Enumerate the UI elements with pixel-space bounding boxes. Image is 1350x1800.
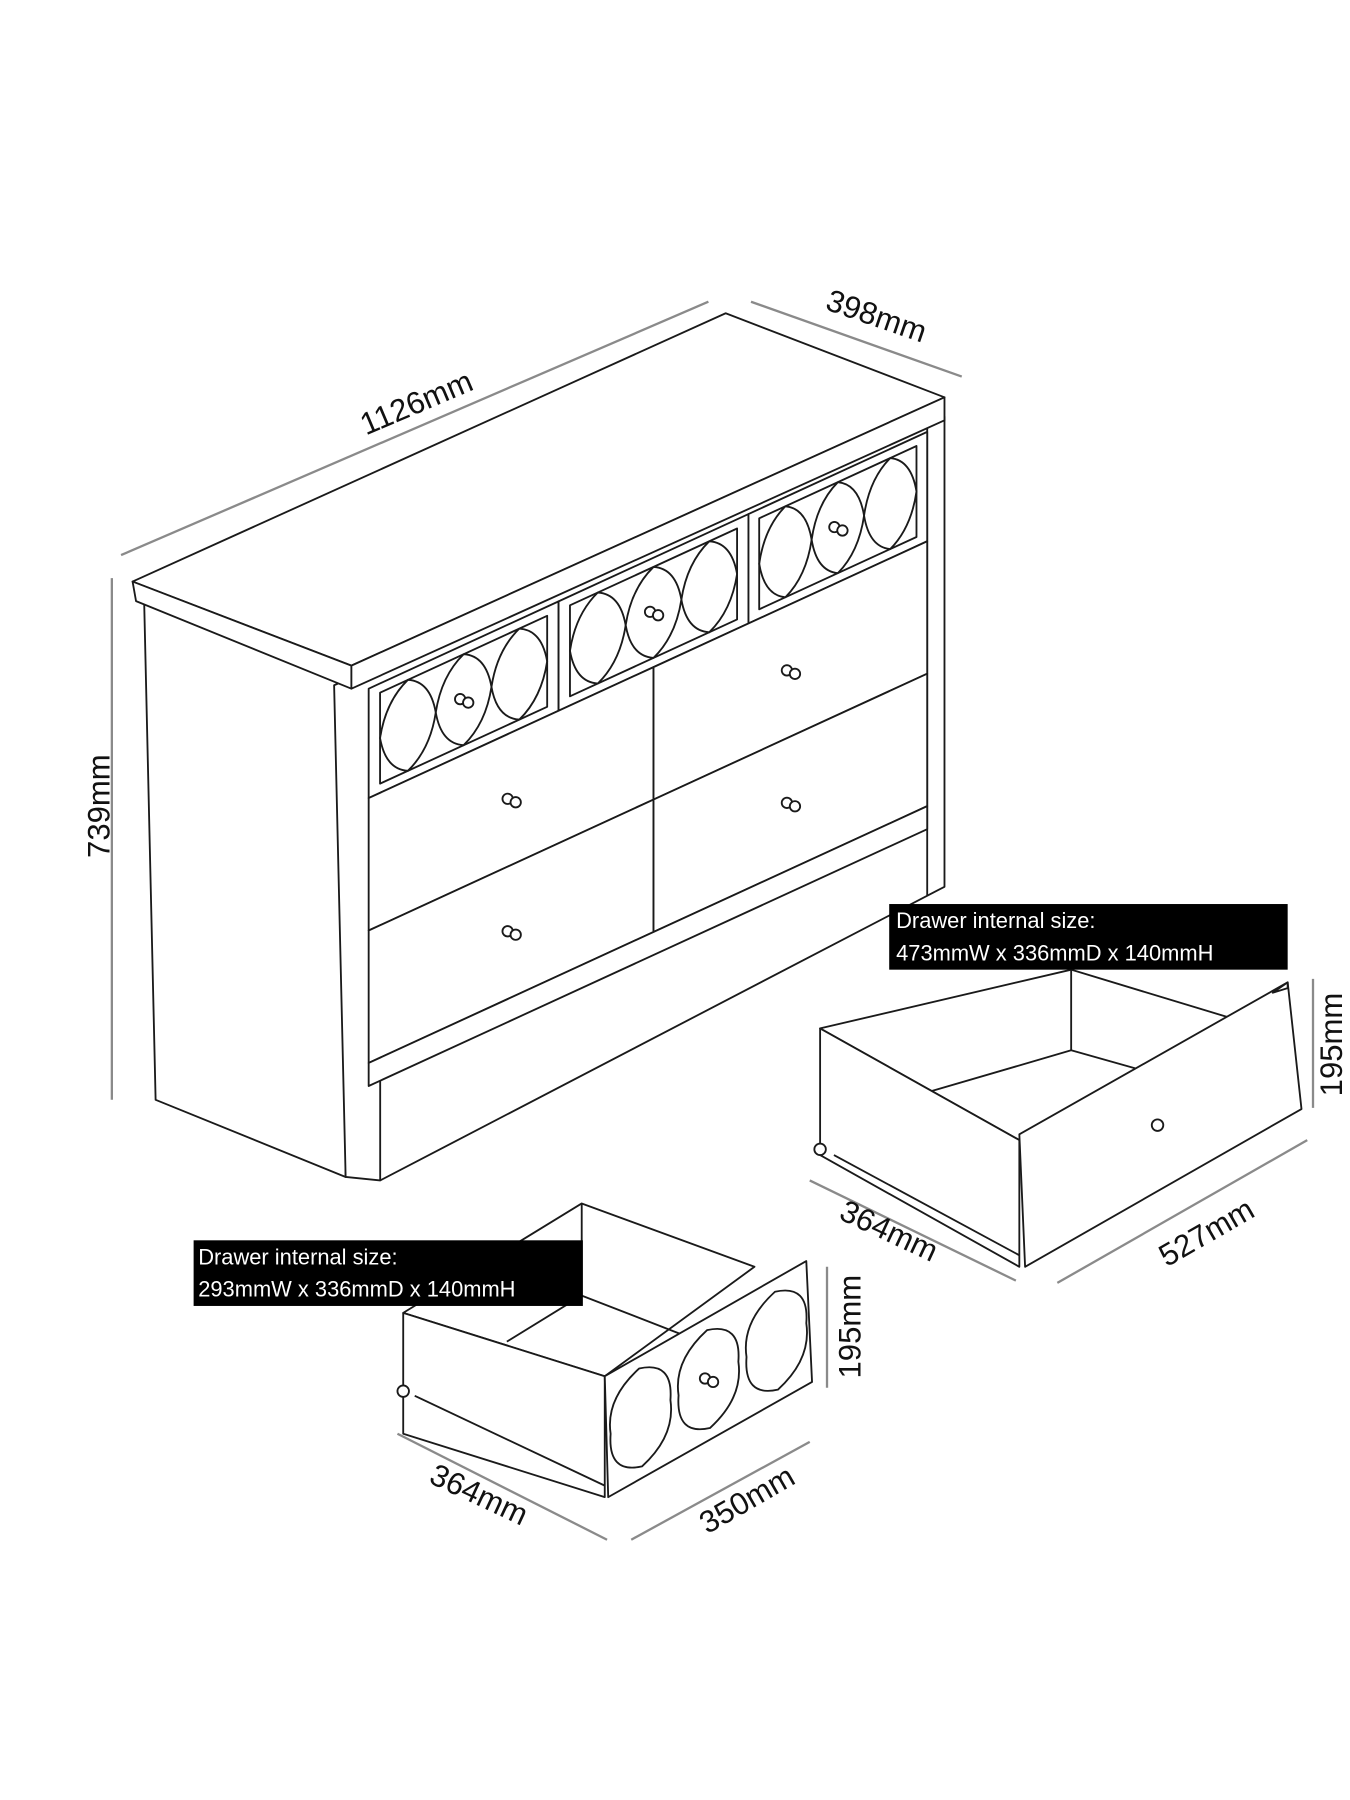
- lattice-diamond: [680, 540, 739, 634]
- chest-base-rail: [367, 805, 929, 1087]
- lattice-diamond: [863, 457, 918, 550]
- lattice-diamond: [624, 565, 683, 659]
- patterned-drawer: [367, 600, 560, 800]
- drawer-knob-icon: [706, 1375, 720, 1389]
- label-size: 473mmW x 336mmD x 140mmH: [896, 940, 1213, 965]
- drawer-knob-icon: [509, 796, 522, 809]
- runner-wheel-icon: [396, 1384, 410, 1398]
- label-background: [193, 1240, 583, 1306]
- drawer-knob-icon: [788, 800, 802, 813]
- small-drawer-lattice-pattern: [609, 1289, 808, 1469]
- chest-side-panel: [143, 597, 347, 1178]
- lattice-diamond: [609, 1366, 673, 1469]
- large-drawer-depth-line: [809, 1179, 1017, 1282]
- small-drawer-depth-line: [396, 1432, 608, 1541]
- drawer-knob-icon: [462, 696, 475, 709]
- label-title: Drawer internal size:: [896, 908, 1095, 933]
- drawer-knob-icon: [652, 609, 665, 622]
- drawer-floor-edge: [921, 1049, 1162, 1095]
- lattice-diamond: [569, 591, 627, 685]
- small-drawer-width: 350mm: [693, 1458, 800, 1540]
- small-drawer-label: Drawer internal size: 293mmW x 336mmD x …: [193, 1240, 583, 1306]
- chest-drawers: [367, 430, 929, 1087]
- width-dimension-line: [120, 300, 709, 557]
- drawer-runner: [833, 1154, 1020, 1257]
- chest-of-drawers: [131, 312, 946, 1182]
- depth-dimension-line: [750, 300, 963, 378]
- drawer-front-top: [1271, 981, 1289, 994]
- lattice-diamond: [758, 505, 813, 599]
- drawer-knob-icon: [836, 524, 849, 537]
- chest-top-side-edge: [350, 396, 946, 690]
- patterned-drawer: [747, 430, 929, 625]
- drawer-knob-icon: [788, 667, 802, 680]
- patterned-drawer: [557, 513, 750, 712]
- lattice-diamond: [744, 1289, 808, 1392]
- small-drawer-height: 195mm: [832, 1275, 867, 1379]
- large-drawer-width: 527mm: [1153, 1191, 1260, 1273]
- large-drawer: [813, 968, 1303, 1268]
- lattice-diamond: [676, 1328, 740, 1431]
- width-dimension: 1126mm: [355, 363, 478, 442]
- drawer-knob-icon: [1150, 1118, 1165, 1132]
- depth-dimension: 398mm: [822, 283, 931, 350]
- lattice-diamond: [490, 627, 549, 721]
- dimension-lines: [110, 300, 1315, 1541]
- drawer-knob-icon: [509, 928, 522, 941]
- label-size: 293mmW x 336mmD x 140mmH: [198, 1277, 515, 1302]
- runner-wheel-icon: [813, 1142, 827, 1157]
- large-drawer-label: Drawer internal size: 473mmW x 336mmD x …: [889, 904, 1288, 970]
- drawer-runner: [414, 1394, 606, 1487]
- large-drawer-side: [819, 1027, 1021, 1268]
- lattice-diamond: [379, 678, 437, 772]
- lattice-diamond: [810, 481, 865, 575]
- height-dimension: 739mm: [82, 754, 117, 858]
- lattice-diamond: [434, 653, 493, 747]
- large-drawer-width-line: [1056, 1139, 1308, 1284]
- label-title: Drawer internal size:: [198, 1244, 397, 1269]
- large-drawer-height: 195mm: [1314, 993, 1349, 1097]
- small-drawer-width-line: [630, 1440, 811, 1541]
- label-background: [889, 904, 1288, 970]
